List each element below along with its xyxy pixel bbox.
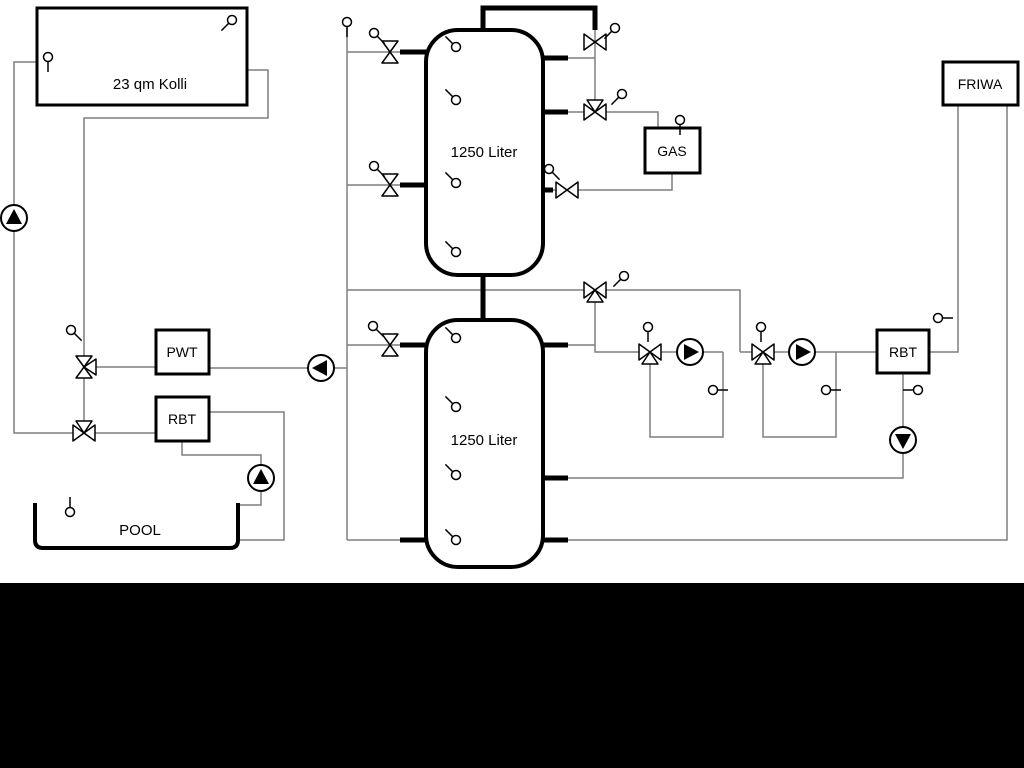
rbt-right-box xyxy=(875,328,931,375)
pipe xyxy=(181,441,262,506)
pipe xyxy=(347,289,741,352)
tank2-label: 1250 Liter xyxy=(451,432,518,449)
buffer-tank1-body xyxy=(424,28,545,277)
pipe xyxy=(568,373,904,479)
solar-collector-box xyxy=(35,6,249,107)
friwa-label: FRIWA xyxy=(958,76,1003,92)
pool-pump-icon xyxy=(247,464,275,492)
heating-circuit1-pump-icon xyxy=(676,338,704,366)
top-header-pipe xyxy=(480,5,598,30)
thick-ports-layer xyxy=(400,5,598,543)
pool-shape xyxy=(33,503,240,550)
collector-label: 23 qm Kolli xyxy=(113,76,187,93)
gas-label: GAS xyxy=(657,143,687,159)
pipe xyxy=(568,105,1008,541)
pipe xyxy=(649,352,724,438)
pipe xyxy=(762,352,837,438)
pipe xyxy=(929,105,959,353)
rbt-return-pump-icon xyxy=(889,426,917,454)
pwt-label: PWT xyxy=(166,344,198,360)
rbt-left-label: RBT xyxy=(168,411,196,427)
footer-black-bar xyxy=(0,583,1024,768)
labels-layer: 23 qm Kolli 1250 Liter 1250 Liter PWT RB… xyxy=(113,76,1003,539)
pwt-charge-pump-icon xyxy=(307,354,335,382)
rbt-left-box xyxy=(154,395,211,443)
buffer-tank2-body xyxy=(424,318,545,569)
tank1-label: 1250 Liter xyxy=(451,144,518,161)
pipe xyxy=(83,69,269,433)
rbt-right-label: RBT xyxy=(889,344,917,360)
pipe xyxy=(552,173,673,191)
devices-layer xyxy=(33,6,1020,569)
pwt-heat-exchanger-box xyxy=(154,328,211,376)
heating-circuit2-pump-icon xyxy=(788,338,816,366)
friwa-box xyxy=(941,60,1020,107)
pipe xyxy=(209,411,285,541)
pipe xyxy=(13,61,84,434)
gas-boiler-box xyxy=(643,126,702,175)
pool-label: POOL xyxy=(119,522,161,539)
solar-pump-icon xyxy=(0,204,28,232)
